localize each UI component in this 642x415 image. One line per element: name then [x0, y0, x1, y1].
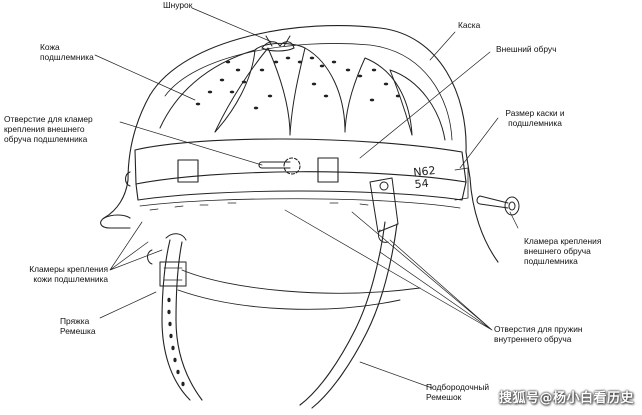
lace: [261, 35, 295, 52]
chinstrap: [161, 221, 421, 409]
ring-clamp: [476, 195, 520, 216]
label-leather-clamps: Кламеры крепления кожи подшлемника: [29, 264, 108, 284]
label-spring-holes: Отверстия для пружин внутреннего обруча: [494, 324, 583, 344]
label-liner-leather: Кожа подшлемника: [40, 42, 94, 62]
label-chinstrap: Подбородочный Ремешок: [426, 382, 490, 402]
label-ring-clamp: Кламера крепления внешнего обруча подшле…: [524, 236, 602, 266]
watermark: 搜狐号@杨小白看历史: [498, 391, 634, 406]
label-size: Размер каски и подшлемника: [505, 108, 565, 128]
label-helmet: Каска: [458, 20, 481, 30]
label-outer-ring: Внешний обруч: [496, 44, 557, 54]
label-clamp-hole: Отверстие для кламер крепления внешнего …: [4, 114, 93, 144]
label-lace: Шнурок: [163, 0, 193, 10]
liner-perforations: [195, 56, 401, 110]
helmet-shell: [149, 24, 499, 263]
liner-leather: [159, 42, 446, 141]
leader-lines: [94, 7, 519, 389]
size-stamp: N62 54: [412, 163, 437, 192]
helmet-shell-front: [100, 94, 151, 229]
label-buckle: Пряжка Ремешка: [60, 316, 96, 336]
